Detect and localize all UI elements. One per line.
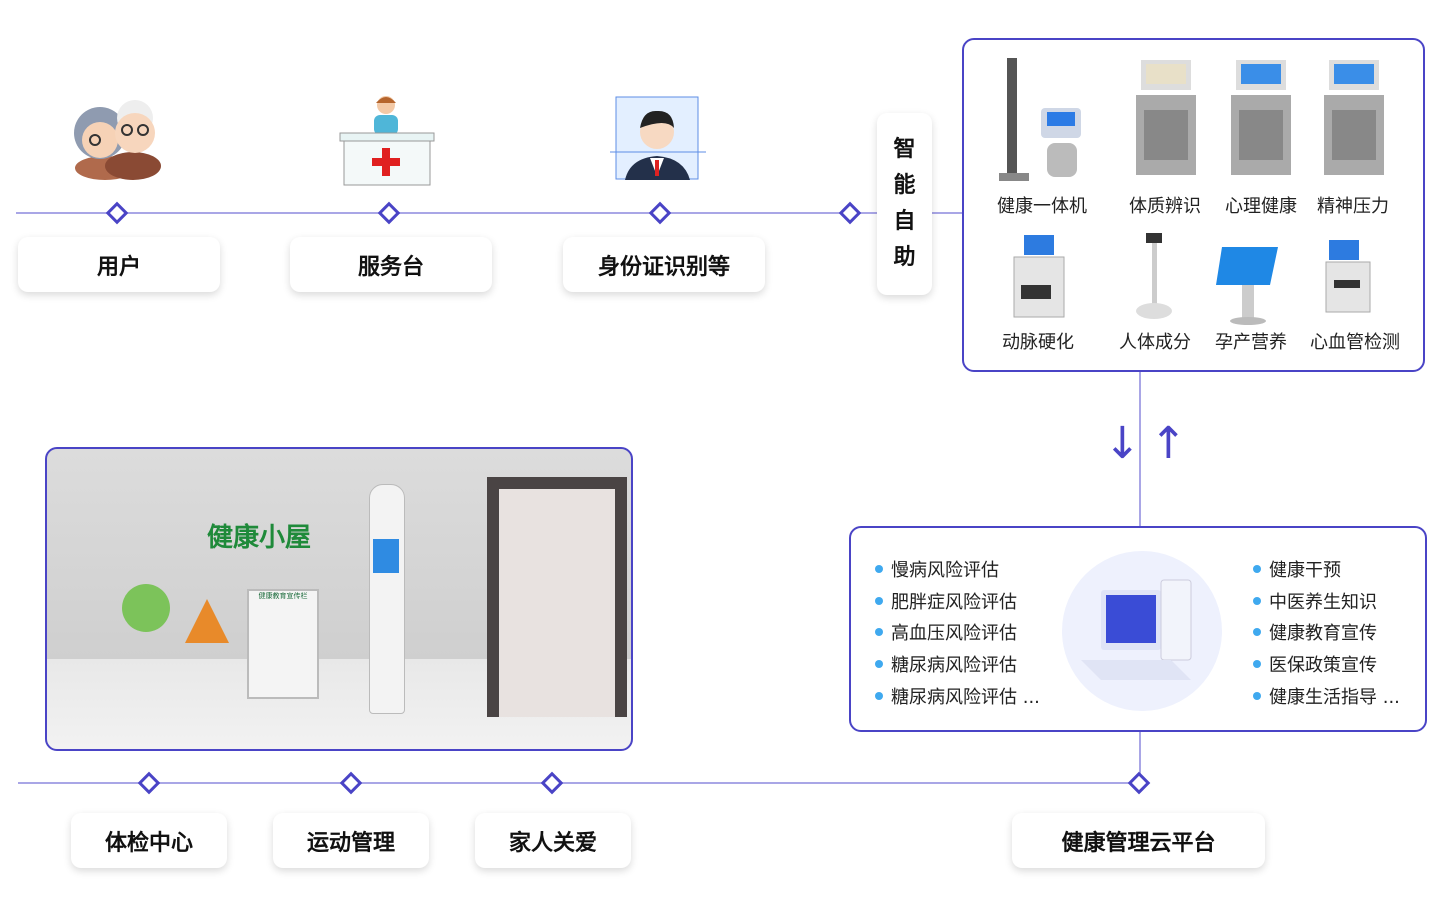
service-item-label: 糖尿病风险评估 ... [891,687,1040,708]
bullet-icon [1253,628,1261,636]
elderly-couple-icon [74,100,161,180]
health-hut-photo: 健康小屋 健康教育宣传栏 [45,447,633,751]
service-item: 糖尿病风险评估 [875,651,1017,677]
service-item: 中医养生知识 [1253,588,1377,614]
service-item: 健康干预 [1253,556,1341,582]
cloud-computer-image [1062,551,1222,711]
self-service-char: 自 [893,209,916,234]
top-connector-line [16,212,962,214]
psychology-device-image [1231,60,1291,175]
arteriosclerosis-device-image [1013,235,1065,318]
cloud-platform-card: 健康管理云平台 [1012,813,1265,868]
cardiovascular-device-image [1325,240,1371,313]
id-recognition-card: 身份证识别等 [563,237,765,292]
door-opening [499,489,615,717]
service-item: 糖尿病风险评估 ... [875,683,1040,709]
node-diamond [648,201,672,225]
self-service-char: 智 [893,137,916,162]
bullet-icon [1253,565,1261,573]
device-label: 心血管检测 [1310,332,1400,353]
health-kiosk-image [999,58,1081,181]
service-item-label: 慢病风险评估 [891,560,999,581]
service-item: 肥胖症风险评估 [875,588,1017,614]
service-item-label: 中医养生知识 [1269,592,1377,613]
stress-device-image [1324,60,1384,175]
node-diamond [838,201,862,225]
health-board: 健康教育宣传栏 [247,589,319,699]
self-service-char: 助 [893,245,916,270]
service-item: 健康教育宣传 [1253,619,1377,645]
node-diamond [339,771,363,795]
device-label: 体质辨识 [1129,196,1201,217]
bullet-icon [875,660,883,668]
health-hut-sign: 健康小屋 [207,523,312,553]
device-label: 心理健康 [1225,196,1297,217]
bullet-icon [875,692,883,700]
bullet-icon [875,565,883,573]
service-item-label: 高血压风险评估 [891,623,1017,644]
node-diamond [137,771,161,795]
bullet-icon [1253,660,1261,668]
service-item-label: 医保政策宣传 [1269,655,1377,676]
node-diamond [377,201,401,225]
service-item: 高血压风险评估 [875,619,1017,645]
service-item-label: 健康教育宣传 [1269,623,1377,644]
device-label: 孕产营养 [1215,332,1287,353]
service-item-label: 肥胖症风险评估 [891,592,1017,613]
constitution-device-image [1136,60,1196,175]
service-item: 医保政策宣传 [1253,651,1377,677]
service-item: 慢病风险评估 [875,556,999,582]
body-composition-device-image [1136,233,1172,319]
bullet-icon [1253,692,1261,700]
exercise-management-card: 运动管理 [273,813,429,868]
service-item: 健康生活指导 ... [1253,683,1400,709]
bullet-icon [875,628,883,636]
bullet-icon [875,597,883,605]
vertical-connector [1139,372,1141,526]
kiosk-screen [373,539,399,573]
service-item-label: 糖尿病风险评估 [891,655,1017,676]
service-desk-card: 服务台 [290,237,492,292]
id-face-scan-icon [610,96,706,180]
device-label: 人体成分 [1119,332,1191,353]
user-card: 用户 [18,237,220,292]
bullet-icon [1253,597,1261,605]
service-item-label: 健康干预 [1269,560,1341,581]
physical-exam-center-card: 体检中心 [71,813,227,868]
round-sign [122,584,170,632]
node-diamond [105,201,129,225]
service-item-label: 健康生活指导 ... [1269,687,1400,708]
food-pyramid [185,599,229,643]
arrow-up-icon: ↑ [1150,418,1187,469]
services-panel: 慢病风险评估 肥胖症风险评估 高血压风险评估 糖尿病风险评估 糖尿病风险评估 .… [849,526,1427,732]
smart-self-service-card: 智 能 自 助 [877,113,932,295]
vertical-connector [1139,732,1141,784]
device-label: 精神压力 [1317,196,1389,217]
device-label: 动脉硬化 [1002,332,1074,353]
node-diamond [540,771,564,795]
prenatal-nutrition-kiosk-image [1216,247,1278,325]
bottom-connector-line [18,782,1140,784]
devices-panel: 健康一体机 体质辨识 心理健康 精神压力 动脉硬化 人体成分 孕产营养 心血管检… [962,38,1425,372]
arrow-down-icon: ↓ [1104,418,1141,469]
device-label: 健康一体机 [997,196,1087,217]
family-care-card: 家人关爱 [475,813,631,868]
self-service-char: 能 [893,173,916,198]
service-desk-icon [339,96,435,186]
node-diamond [1127,771,1151,795]
health-kiosk [369,484,405,714]
